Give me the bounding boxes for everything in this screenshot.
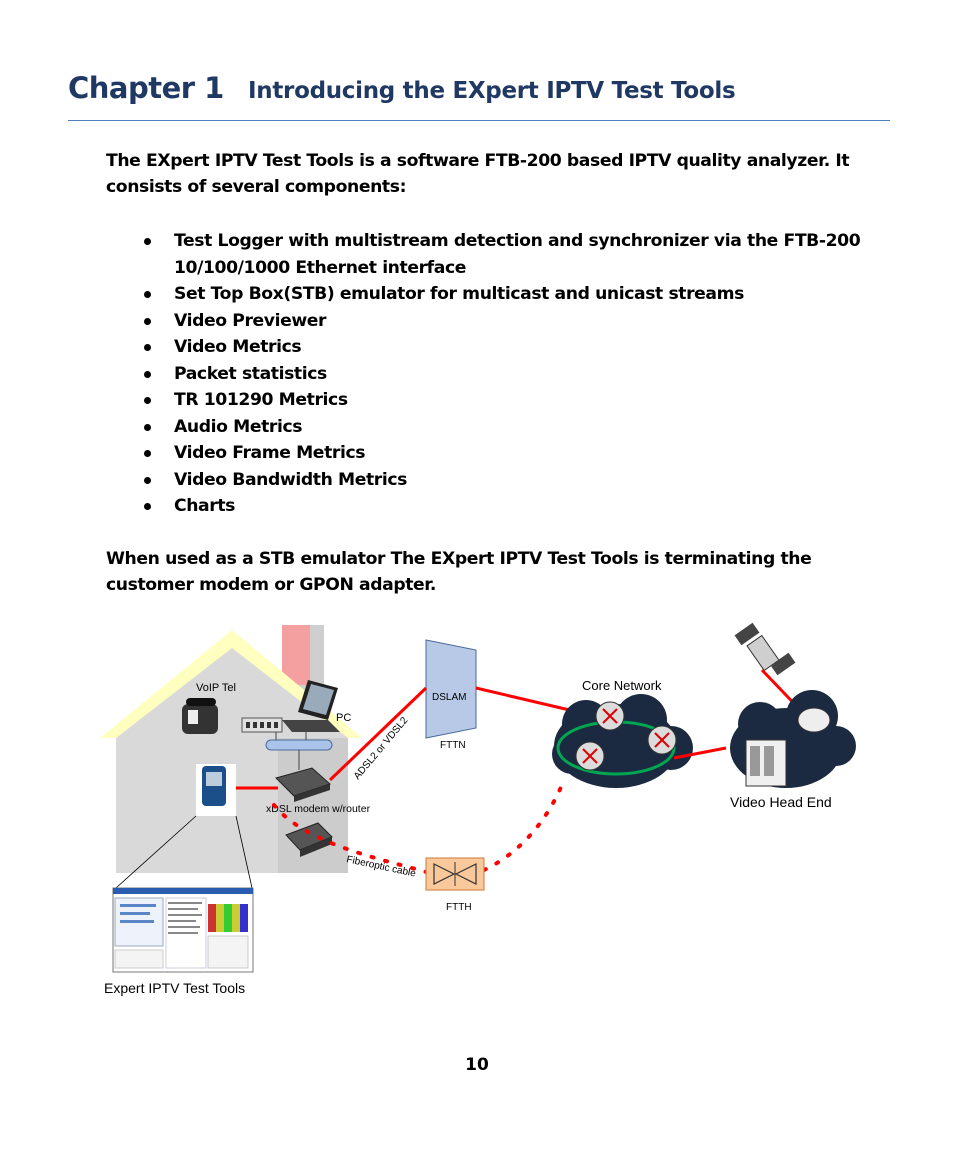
component-list: Test Logger with multistream detection a… — [106, 228, 876, 520]
laptop-icon — [282, 680, 340, 732]
pc-label: PC — [336, 712, 351, 724]
list-item: Test Logger with multistream detection a… — [106, 228, 876, 281]
phone-icon — [182, 698, 218, 734]
list-item: Video Frame Metrics — [106, 440, 876, 467]
core-network-cloud — [552, 694, 693, 788]
chapter-title: Introducing the EXpert IPTV Test Tools — [248, 78, 736, 104]
core-network-label: Core Network — [582, 678, 662, 693]
ont-icon — [285, 822, 333, 857]
dslam-label: DSLAM — [432, 692, 466, 703]
video-head-end-cloud — [730, 690, 856, 788]
network-diagram: VoIP Tel PC xDSL modem w/router — [100, 622, 856, 996]
fiber-cable — [272, 803, 428, 874]
list-item: Packet statistics — [106, 361, 876, 388]
list-item: Audio Metrics — [106, 414, 876, 441]
list-item: Video Previewer — [106, 308, 876, 335]
modem-label: xDSL modem w/router — [266, 803, 371, 815]
ftth-label: FTTH — [446, 902, 472, 913]
test-instrument-icon — [196, 764, 236, 816]
video-head-end-label: Video Head End — [730, 794, 832, 810]
fiber-label: Fiberoptic cable — [345, 854, 417, 880]
software-screenshot-thumbnail — [112, 887, 254, 973]
intro-paragraph: The EXpert IPTV Test Tools is a software… — [106, 151, 850, 197]
list-item: Charts — [106, 493, 876, 520]
list-item: Video Bandwidth Metrics — [106, 467, 876, 494]
house-illustration — [100, 625, 362, 873]
voip-label: VoIP Tel — [196, 682, 236, 694]
fttn-label: FTTN — [440, 740, 466, 751]
ftth-icon — [425, 857, 485, 891]
network-bus — [265, 739, 333, 751]
satellite-icon — [734, 622, 796, 676]
list-item: TR 101290 Metrics — [106, 387, 876, 414]
switch-icon — [241, 717, 283, 733]
list-item: Set Top Box(STB) emulator for multicast … — [106, 281, 876, 308]
chapter-number: Chapter 1 — [68, 71, 224, 105]
dslam-icon — [425, 639, 477, 739]
tools-label: Expert IPTV Test Tools — [104, 980, 245, 996]
stb-note-paragraph: When used as a STB emulator The EXpert I… — [106, 549, 812, 595]
page-number: 10 — [465, 1055, 489, 1075]
list-item: Video Metrics — [106, 334, 876, 361]
adsl-label: ADSL2 or VDSL2 — [352, 715, 411, 782]
modem-router-icon — [275, 767, 331, 802]
chapter-heading: Chapter 1 Introducing the EXpert IPTV Te… — [68, 66, 890, 121]
